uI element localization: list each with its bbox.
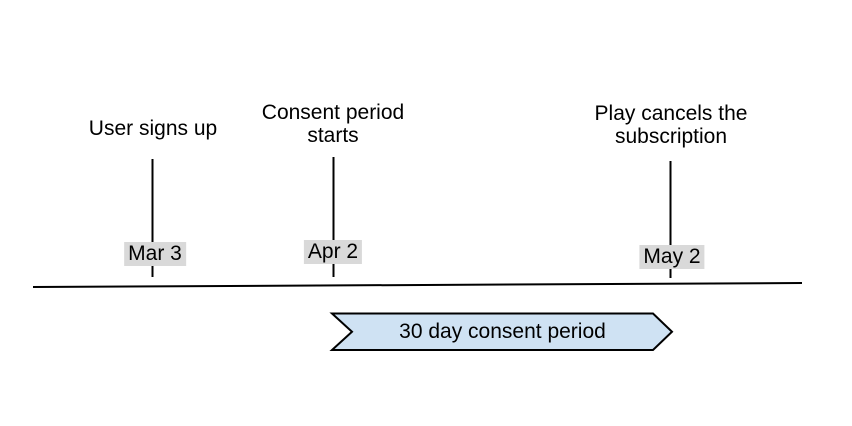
consent-period-arrow [329, 312, 674, 351]
event-date-badge-mar3: Mar 3 [124, 242, 186, 266]
timeline-axis-line [32, 282, 803, 288]
event-date-badge-apr2: Apr 2 [303, 240, 363, 264]
event-date-badge-may2: May 2 [639, 245, 705, 269]
consent-period-label: 30 day consent period [399, 320, 606, 343]
event-title-play-cancels-subscription: Play cancels the subscription [594, 102, 748, 148]
event-title-user-signs-up: User signs up [88, 117, 218, 140]
event-title-consent-period-starts: Consent period starts [261, 101, 405, 147]
